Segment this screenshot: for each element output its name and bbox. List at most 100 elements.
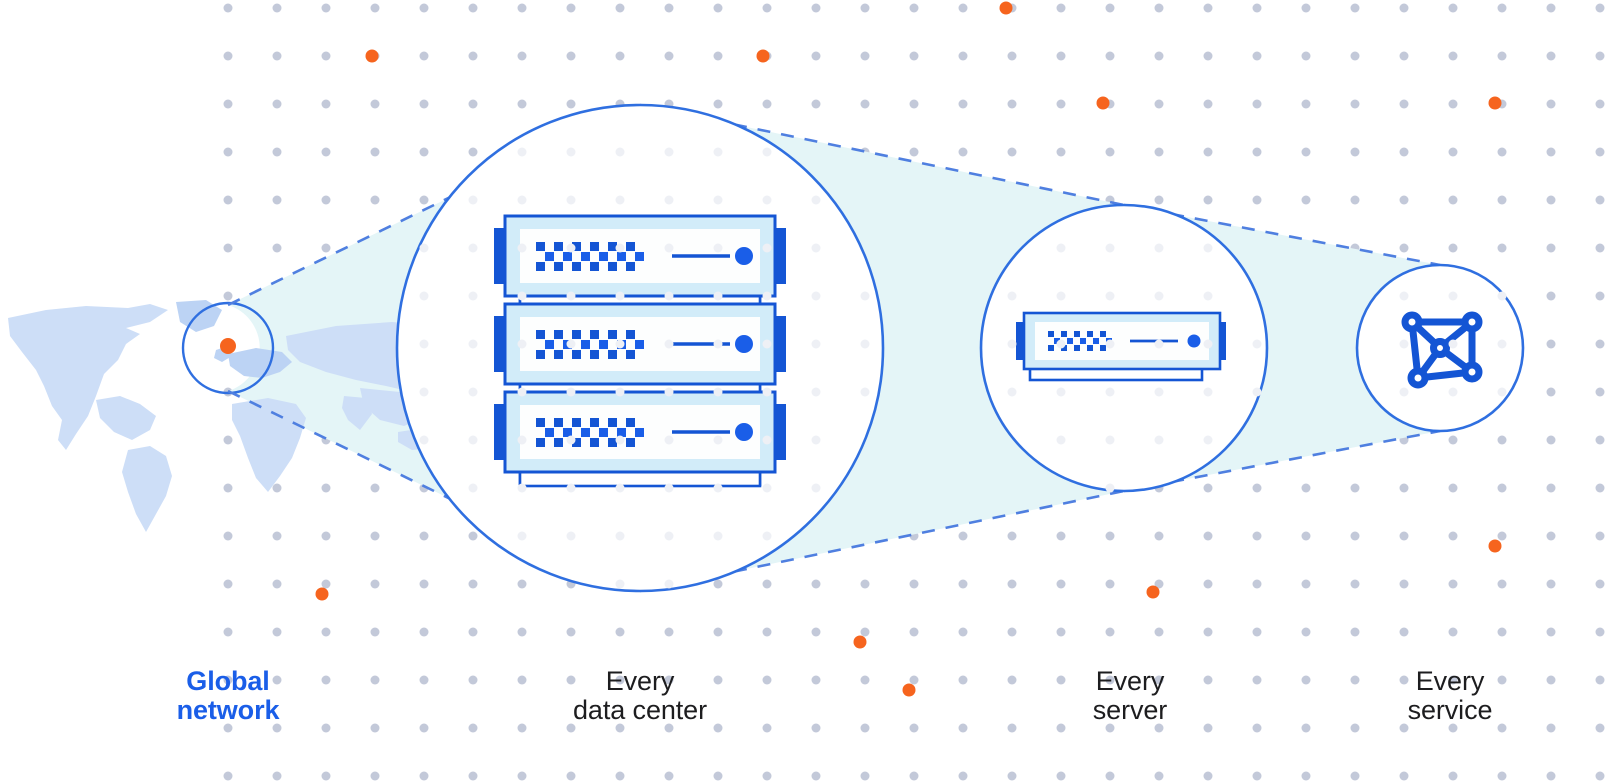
grid-dot: [1497, 387, 1507, 397]
grid-dot: [517, 387, 527, 397]
grid-dot: [811, 291, 821, 301]
grid-dot: [909, 3, 919, 13]
grid-dot: [909, 147, 919, 157]
grid-dot: [468, 3, 478, 13]
grid-dot: [1546, 3, 1556, 13]
grid-dot: [1252, 195, 1262, 205]
grid-dot: [321, 483, 331, 493]
grid-dot: [517, 243, 527, 253]
grid-dot: [1595, 291, 1605, 301]
grid-dot: [1448, 723, 1458, 733]
grid-dot: [321, 243, 331, 253]
grid-dot: [762, 243, 772, 253]
grid-dot: [370, 99, 380, 109]
grid-dot: [1595, 99, 1605, 109]
grid-dot: [1301, 51, 1311, 61]
grid-dot: [811, 51, 821, 61]
grid-dot: [468, 627, 478, 637]
grid-dot: [419, 3, 429, 13]
server-unit-1: [494, 214, 786, 298]
grid-dot: [762, 339, 772, 349]
grid-dot: [615, 435, 625, 445]
grid-dot: [468, 339, 478, 349]
grid-dot: [664, 531, 674, 541]
grid-dot: [517, 483, 527, 493]
grid-dot: [1007, 771, 1017, 781]
grid-dot: [1203, 3, 1213, 13]
grid-dot: [909, 627, 919, 637]
grid-dot: [517, 291, 527, 301]
grid-dot: [1056, 51, 1066, 61]
grid-dot: [762, 291, 772, 301]
grid-dot: [1203, 723, 1213, 733]
grid-dot: [419, 51, 429, 61]
grid-dot: [1546, 627, 1556, 637]
grid-dot: [1252, 3, 1262, 13]
grid-dot: [713, 99, 723, 109]
grid-dot: [615, 627, 625, 637]
server-status-led-2: [735, 335, 753, 353]
grid-dot: [615, 243, 625, 253]
grid-dot: [566, 675, 576, 685]
grid-dot: [321, 771, 331, 781]
grid-dot: [1154, 579, 1164, 589]
grid-dot: [1154, 3, 1164, 13]
grid-dot: [1448, 99, 1458, 109]
grid-dot: [1105, 51, 1115, 61]
grid-dot: [1595, 531, 1605, 541]
grid-dot: [223, 243, 233, 253]
grid-dot: [1448, 435, 1458, 445]
grid-dot: [811, 579, 821, 589]
dash-top-map-to-dc: [227, 103, 641, 307]
grid-dot: [468, 531, 478, 541]
grid-dot: [321, 723, 331, 733]
grid-dot: [713, 531, 723, 541]
grid-dot: [811, 771, 821, 781]
grid-dot: [713, 51, 723, 61]
grid-dot: [321, 579, 331, 589]
grid-dot: [1252, 627, 1262, 637]
grid-dot: [566, 627, 576, 637]
grid-dot: [860, 291, 870, 301]
grid-dot: [1399, 771, 1409, 781]
grid-dot: [1546, 531, 1556, 541]
grid-dot: [566, 243, 576, 253]
grid-dot: [1154, 147, 1164, 157]
grid-dot: [860, 723, 870, 733]
grid-dot: [1497, 195, 1507, 205]
grid-dot: [615, 531, 625, 541]
grid-dot: [468, 771, 478, 781]
grid-dot: [1252, 675, 1262, 685]
grid-dot: [1448, 195, 1458, 205]
grid-dot: [1448, 291, 1458, 301]
grid-dot-highlight: [365, 49, 379, 63]
grid-dot: [664, 435, 674, 445]
grid-dot: [1154, 243, 1164, 253]
grid-dot: [958, 3, 968, 13]
grid-dot: [223, 195, 233, 205]
grid-dot: [468, 483, 478, 493]
grid-dot: [468, 51, 478, 61]
grid-dot: [1252, 771, 1262, 781]
map-location-dot: [220, 338, 236, 354]
single-server-icon: [1016, 311, 1226, 382]
grid-dot: [958, 531, 968, 541]
grid-dot: [517, 51, 527, 61]
grid-dot: [1007, 579, 1017, 589]
grid-dot: [566, 3, 576, 13]
grid-dot: [566, 339, 576, 349]
grid-dot: [468, 387, 478, 397]
grid-dot: [1203, 291, 1213, 301]
grid-dot: [517, 99, 527, 109]
grid-dot: [909, 99, 919, 109]
grid-dot: [1105, 243, 1115, 253]
grid-dot: [1595, 339, 1605, 349]
grid-dot: [223, 99, 233, 109]
grid-dot: [713, 771, 723, 781]
graph-node-top-left: [1401, 311, 1423, 333]
grid-dot: [223, 531, 233, 541]
graph-node-bottom-right: [1461, 361, 1483, 383]
grid-dot: [1448, 243, 1458, 253]
grid-dot: [1399, 723, 1409, 733]
